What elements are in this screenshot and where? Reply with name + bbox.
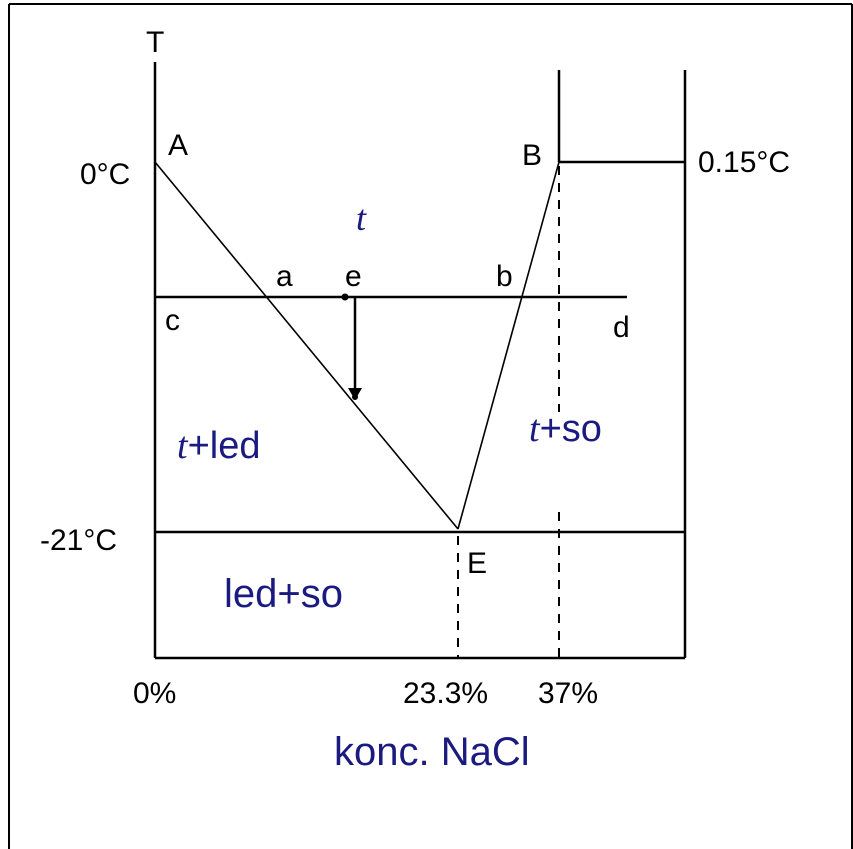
region-liquid-salt: t+so: [529, 408, 602, 450]
tick-minus21c: -21°C: [40, 524, 117, 557]
point-label-e: e: [345, 260, 362, 293]
region-liquid-ice-italic: t: [177, 425, 189, 467]
dashed-lines: [457, 166, 560, 658]
markers: [341, 293, 362, 400]
region-ice-salt: led+so: [224, 572, 343, 616]
tick-0-15c: 0.15°C: [698, 146, 790, 179]
intersection-marker: [352, 394, 358, 400]
point-e-marker: [341, 293, 349, 301]
region-liquid-ice-rest: +led: [188, 425, 261, 467]
point-label-b: b: [496, 260, 513, 293]
region-liquid-salt-rest: +so: [540, 408, 602, 450]
point-label-a: a: [276, 260, 293, 293]
diagram-lines: [153, 62, 687, 660]
liquidus-curves: [154, 161, 560, 530]
point-label-e-upper: E: [467, 547, 487, 580]
point-label-c: c: [165, 304, 180, 337]
point-label-a-upper: A: [168, 129, 188, 162]
point-label-b-upper: B: [522, 139, 542, 172]
x-axis-label: konc. NaCl: [334, 730, 530, 774]
tick-23-3-percent: 23.3%: [403, 677, 488, 710]
region-liquid-italic: t: [356, 198, 367, 238]
region-liquid: t: [356, 198, 367, 238]
y-axis-label: T: [146, 26, 164, 59]
region-liquid-salt-italic: t: [529, 408, 541, 450]
salt-liquidus-curve: [457, 161, 560, 530]
region-liquid-ice: t+led: [177, 425, 260, 467]
tick-0c: 0°C: [80, 158, 130, 191]
frame: [8, 3, 853, 849]
point-label-d: d: [613, 311, 630, 344]
tick-37-percent: 37%: [538, 677, 598, 710]
ice-liquidus-curve: [154, 161, 459, 530]
tick-0-percent: 0%: [133, 677, 176, 710]
